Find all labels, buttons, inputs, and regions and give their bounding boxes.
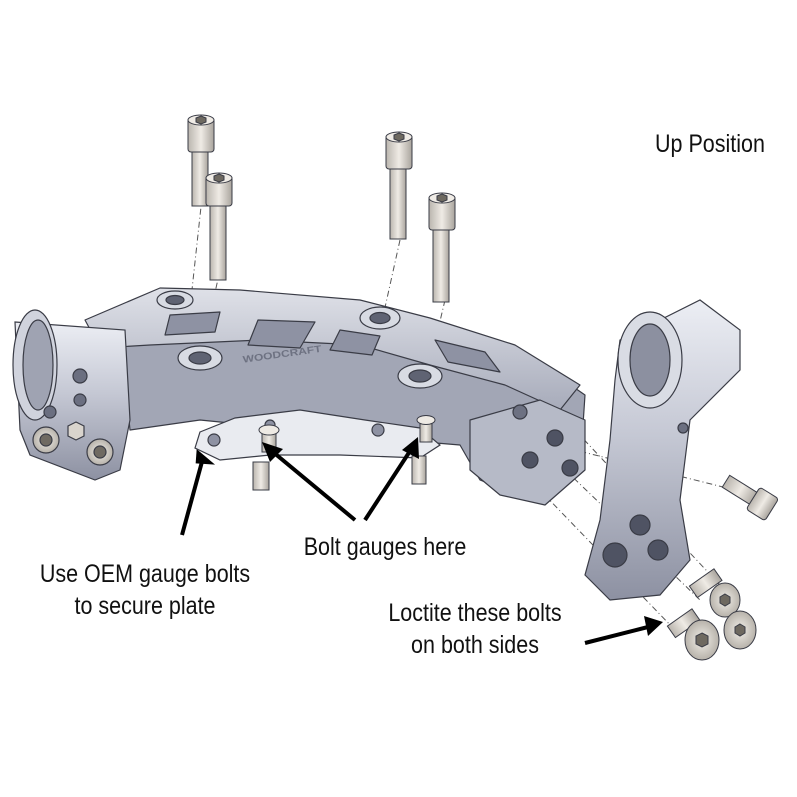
callout-line: to secure plate (74, 592, 216, 620)
clamp-body (84, 287, 586, 506)
gauge-plate (194, 409, 442, 461)
callout-line: Use OEM gauge bolts (39, 560, 251, 588)
left-tube-clamp (12, 309, 131, 481)
bolt-gauges-callout: Bolt gauges here (303, 533, 467, 561)
view-title: Up Position (655, 130, 765, 158)
flat-head-screws (666, 568, 757, 661)
cap-screws (187, 114, 779, 521)
arrow-icon (180, 449, 216, 536)
cap-screw (205, 172, 233, 281)
cap-screw (721, 474, 779, 521)
loctite-callout: Loctite these bolts on both sides (372, 597, 578, 661)
arrow-icon (262, 442, 357, 522)
callout-line: on both sides (411, 631, 539, 659)
callout-arrows (180, 437, 663, 645)
cap-screw (385, 131, 413, 240)
oem-gauge-bolts-callout: Use OEM gauge bolts to secure plate (29, 558, 261, 622)
arrow-icon (363, 437, 419, 522)
cap-screw (428, 192, 456, 303)
riser-arm (584, 299, 741, 601)
callout-line: Loctite these bolts (388, 599, 562, 627)
arrow-icon (584, 616, 663, 645)
cap-screw (187, 114, 215, 207)
